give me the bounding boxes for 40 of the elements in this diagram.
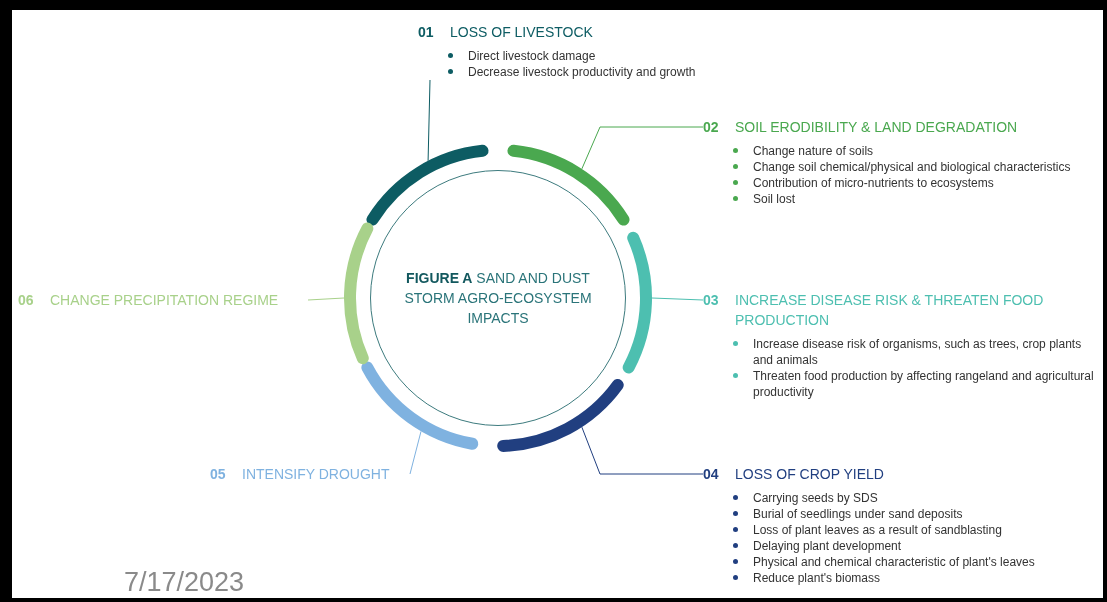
bullet-item: Increase disease risk of organisms, such as trees, crop plants and animals — [731, 336, 1098, 368]
ring-segment — [622, 231, 652, 374]
category-number: 06 — [18, 291, 35, 310]
category-heading: INCREASE DISEASE RISK & THREATEN FOOD PRODUCTION — [735, 291, 1045, 330]
bullet-item: Threaten food production by affecting rangeland and agricultural productivity — [731, 368, 1098, 400]
leader-line — [307, 297, 345, 301]
bullet-item: Decrease livestock productivity and growth — [446, 64, 738, 80]
bullet-item: Contribution of micro-nutrients to ecosystems — [731, 175, 1083, 191]
bullet-item: Physical and chemical characteristic of plant's leaves — [731, 554, 1083, 570]
bullet-item: Loss of plant leaves as a result of sandblasting — [731, 522, 1083, 538]
bullet-item: Change nature of soils — [731, 143, 1083, 159]
category-heading: LOSS OF LIVESTOCK — [450, 23, 594, 42]
bullet-item: Carrying seeds by SDS — [731, 490, 1083, 506]
leader-line — [427, 79, 431, 162]
ring-segment — [344, 222, 374, 365]
category-number: 05 — [210, 465, 227, 484]
category-heading: CHANGE PRECIPITATION REGIME — [50, 291, 280, 310]
ring-segment — [497, 379, 624, 452]
leader-line — [409, 430, 422, 475]
category-heading: INTENSIFY DROUGHT — [242, 465, 391, 484]
ring-segment — [361, 361, 479, 450]
bullet-item: Direct livestock damage — [446, 48, 738, 64]
leader-line — [581, 126, 704, 170]
bullet-item: Reduce plant's biomass — [731, 570, 1083, 586]
bullet-item: Soil lost — [731, 191, 1083, 207]
category-heading: LOSS OF CROP YIELD — [735, 465, 885, 484]
leader-line — [651, 297, 704, 301]
category-number: 04 — [703, 465, 720, 484]
category-heading: SOIL ERODIBILITY & LAND DEGRADATION — [735, 118, 1019, 137]
bullet-item: Delaying plant development — [731, 538, 1083, 554]
category-number: 03 — [703, 291, 720, 310]
center-title: FIGURE A SAND AND DUST STORM AGRO-ECOSYSTEM IMPACTS — [403, 269, 593, 328]
bullet-item: Change soil chemical/physical and biological characteristics — [731, 159, 1083, 175]
bullet-item: Burial of seedlings under sand deposits — [731, 506, 1083, 522]
ring-segment — [507, 144, 630, 226]
category-number: 01 — [418, 23, 435, 42]
category-number: 02 — [703, 118, 720, 137]
date-label: 7/17/2023 — [124, 567, 245, 598]
leader-line — [581, 426, 704, 475]
ring-segment — [366, 144, 489, 226]
